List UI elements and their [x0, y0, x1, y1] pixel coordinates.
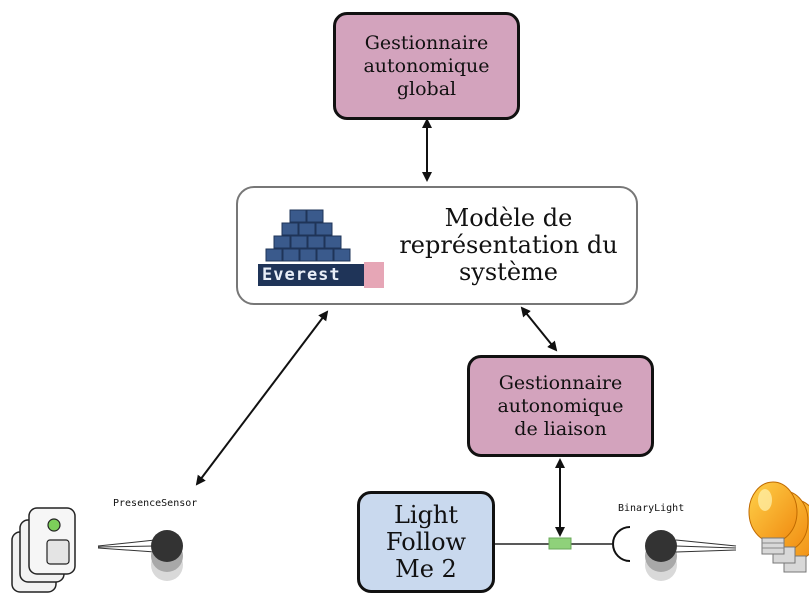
everest-pyramid-icon [258, 209, 384, 288]
binding-connector [548, 537, 572, 550]
system-model-node: Everest Modèle de représentation du syst… [236, 186, 638, 305]
light-follow-me-app-node: Light Follow Me 2 [357, 491, 495, 593]
binary-light-label: BinaryLight [618, 503, 685, 514]
everest-logo-text: Everest [262, 265, 341, 285]
presence-sensor-label: PresenceSensor [113, 498, 198, 509]
presence-sensor-device-icon [11, 507, 76, 593]
binding-manager-label: Gestionnaire autonomique de liaison [497, 371, 624, 440]
system-model-label: Modèle de représentation du système [399, 204, 618, 286]
light-follow-me-app-label: Light Follow Me 2 [385, 500, 467, 583]
presence-sensor-component-icon [97, 530, 183, 581]
global-manager-label: Gestionnaire autonomique global [363, 31, 490, 100]
everest-logo: Everest [256, 206, 386, 288]
light-bulb-icon [748, 481, 809, 573]
light-socket-icon [612, 526, 631, 562]
global-manager-node: Gestionnaire autonomique global [333, 12, 520, 120]
binary-light-component-icon [645, 530, 737, 581]
arrow-model-binding [520, 306, 558, 352]
binding-manager-node: Gestionnaire autonomique de liaison [467, 355, 654, 457]
arrow-model-presence [195, 310, 329, 486]
